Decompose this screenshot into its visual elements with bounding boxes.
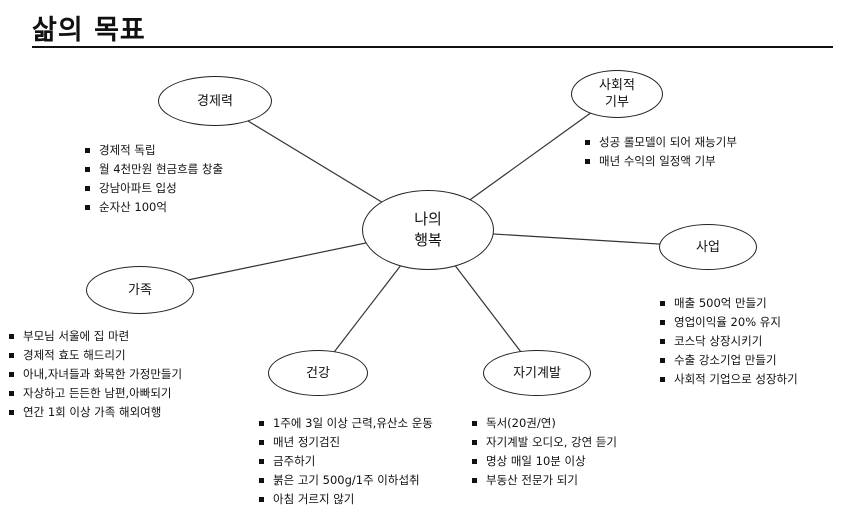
list-item: 월 4천만원 현금흐름 창출 — [85, 160, 223, 179]
title-divider — [32, 46, 833, 48]
list-item: 붉은 고기 500g/1주 이하섭취 — [259, 471, 433, 490]
list-item: 아침 거르지 않기 — [259, 490, 433, 509]
list-business: 매출 500억 만들기 영업이익율 20% 유지 코스닥 상장시키기 수출 강소… — [660, 294, 798, 389]
list-item: 사회적 기업으로 성장하기 — [660, 370, 798, 389]
node-health: 건강 — [268, 350, 368, 396]
list-item: 자상하고 든든한 남편,아빠되기 — [9, 384, 182, 403]
list-item: 부모님 서울에 집 마련 — [9, 327, 182, 346]
list-item: 독서(20권/연) — [472, 414, 617, 433]
list-item: 아내,자녀들과 화목한 가정만들기 — [9, 365, 182, 384]
list-item: 경제적 효도 해드리기 — [9, 346, 182, 365]
list-item: 명상 매일 10분 이상 — [472, 452, 617, 471]
list-item: 순자산 100억 — [85, 198, 223, 217]
list-item: 매년 정기검진 — [259, 433, 433, 452]
list-health: 1주에 3일 이상 근력,유산소 운동 매년 정기검진 금주하기 붉은 고기 5… — [259, 414, 433, 509]
list-item: 자기계발 오디오, 강연 듣기 — [472, 433, 617, 452]
list-economy: 경제적 독립 월 4천만원 현금흐름 창출 강남아파트 입성 순자산 100억 — [85, 141, 223, 217]
node-economy: 경제력 — [158, 76, 272, 126]
list-donation: 성공 롤모델이 되어 재능기부 매년 수익의 일정액 기부 — [585, 133, 737, 171]
list-item: 연간 1회 이상 가족 해외여행 — [9, 403, 182, 422]
list-item: 부동산 전문가 되기 — [472, 471, 617, 490]
list-item: 매출 500억 만들기 — [660, 294, 798, 313]
node-self-development: 자기계발 — [483, 350, 591, 396]
list-family: 부모님 서울에 집 마련 경제적 효도 해드리기 아내,자녀들과 화목한 가정만… — [9, 327, 182, 422]
page-title: 삶의 목표 — [32, 15, 146, 46]
node-family: 가족 — [86, 266, 194, 314]
list-item: 코스닥 상장시키기 — [660, 332, 798, 351]
list-item: 성공 롤모델이 되어 재능기부 — [585, 133, 737, 152]
list-item: 강남아파트 입성 — [85, 179, 223, 198]
list-item: 영업이익율 20% 유지 — [660, 313, 798, 332]
list-item: 매년 수익의 일정액 기부 — [585, 152, 737, 171]
list-self-development: 독서(20권/연) 자기계발 오디오, 강연 듣기 명상 매일 10분 이상 부… — [472, 414, 617, 490]
list-item: 1주에 3일 이상 근력,유산소 운동 — [259, 414, 433, 433]
list-item: 경제적 독립 — [85, 141, 223, 160]
list-item: 금주하기 — [259, 452, 433, 471]
node-business: 사업 — [659, 224, 757, 270]
list-item: 수출 강소기업 만들기 — [660, 351, 798, 370]
